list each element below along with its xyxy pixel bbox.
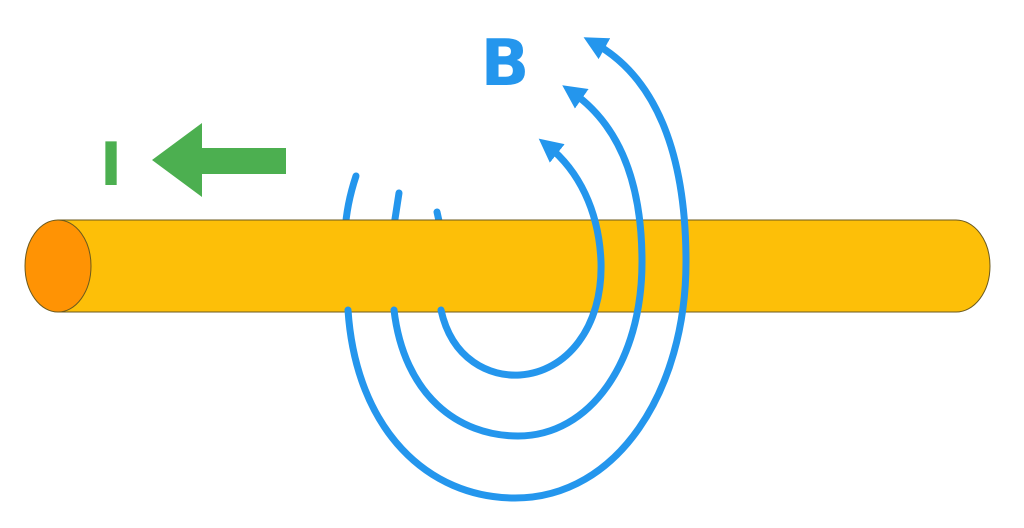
- wire-body: [57, 219, 991, 313]
- arrow-left-icon: [152, 123, 286, 197]
- wire-end-cap: [24, 219, 92, 313]
- field-loop-outer: [344, 37, 690, 502]
- field-lines-front: [344, 37, 690, 502]
- field-loop-middle: [390, 85, 646, 440]
- current-label: I: [100, 130, 122, 200]
- field-label: B: [481, 27, 530, 101]
- wire: [24, 219, 991, 313]
- field-loop-inner: [437, 138, 605, 379]
